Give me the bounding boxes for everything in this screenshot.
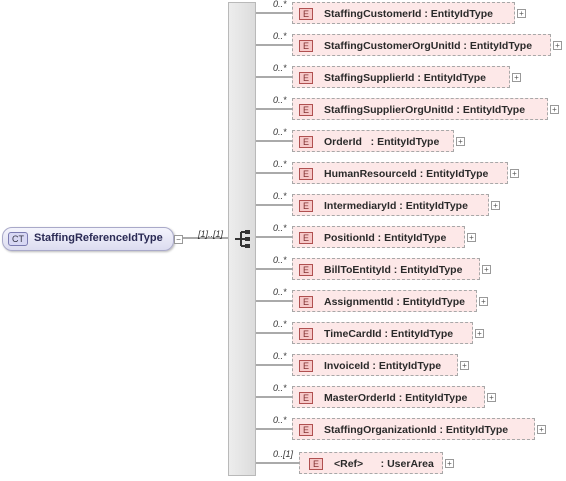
element-badge: E bbox=[299, 392, 313, 404]
element-label: PositionId : EntityIdType bbox=[324, 232, 447, 244]
sequence-multiplicity: [1]..[1] bbox=[198, 229, 224, 239]
element-label: StaffingSupplierOrgUnitId : EntityIdType bbox=[324, 104, 526, 116]
element-badge: E bbox=[299, 360, 313, 372]
ref-element-expand-icon[interactable]: + bbox=[445, 459, 454, 468]
element-badge: E bbox=[299, 264, 313, 276]
element-multiplicity: 0..* bbox=[273, 127, 287, 137]
ref-multiplicity: 0..[1] bbox=[273, 449, 294, 459]
element-node[interactable]: E StaffingSupplierOrgUnitId : EntityIdTyp… bbox=[292, 98, 548, 120]
element-expand-icon[interactable]: + bbox=[537, 425, 546, 434]
element-label: HumanResourceId : EntityIdType bbox=[324, 168, 489, 180]
element-label: StaffingCustomerOrgUnitId : EntityIdType bbox=[324, 40, 533, 52]
element-multiplicity: 0..* bbox=[273, 287, 287, 297]
element-multiplicity: 0..* bbox=[273, 415, 287, 425]
element-node[interactable]: E AssignmentId : EntityIdType bbox=[292, 290, 477, 312]
element-node[interactable]: E IntermediaryId : EntityIdType bbox=[292, 194, 489, 216]
element-expand-icon[interactable]: + bbox=[487, 393, 496, 402]
element-badge: E bbox=[299, 136, 313, 148]
element-badge: E bbox=[299, 424, 313, 436]
element-expand-icon[interactable]: + bbox=[479, 297, 488, 306]
element-badge: E bbox=[299, 104, 313, 116]
element-multiplicity: 0..* bbox=[273, 0, 287, 9]
element-label: StaffingOrganizationId : EntityIdType bbox=[324, 424, 509, 436]
element-badge: E bbox=[299, 328, 313, 340]
element-expand-icon[interactable]: + bbox=[467, 233, 476, 242]
element-node[interactable]: E BillToEntityId : EntityIdType bbox=[292, 258, 480, 280]
element-multiplicity: 0..* bbox=[273, 319, 287, 329]
element-label: StaffingSupplierId : EntityIdType bbox=[324, 72, 486, 84]
element-badge: E bbox=[299, 232, 313, 244]
element-multiplicity: 0..* bbox=[273, 383, 287, 393]
element-expand-icon[interactable]: + bbox=[475, 329, 484, 338]
element-label: TimeCardId : EntityIdType bbox=[324, 328, 454, 340]
element-label: AssignmentId : EntityIdType bbox=[324, 296, 465, 308]
element-node[interactable]: E StaffingOrganizationId : EntityIdType bbox=[292, 418, 535, 440]
ref-element-label: <Ref> : UserArea bbox=[334, 458, 434, 470]
element-expand-icon[interactable]: + bbox=[460, 361, 469, 370]
ref-element-badge: E bbox=[309, 458, 323, 470]
element-badge: E bbox=[299, 8, 313, 20]
element-node[interactable]: E PositionId : EntityIdType bbox=[292, 226, 465, 248]
ref-element-node[interactable]: E <Ref> : UserArea bbox=[299, 452, 443, 474]
element-multiplicity: 0..* bbox=[273, 191, 287, 201]
element-expand-icon[interactable]: + bbox=[553, 41, 562, 50]
element-label: MasterOrderId : EntityIdType bbox=[324, 392, 468, 404]
ref-element-inner: E <Ref> : UserArea bbox=[303, 455, 439, 473]
element-expand-icon[interactable]: + bbox=[517, 9, 526, 18]
element-multiplicity: 0..* bbox=[273, 255, 287, 265]
element-multiplicity: 0..* bbox=[273, 95, 287, 105]
element-expand-icon[interactable]: + bbox=[510, 169, 519, 178]
element-expand-icon[interactable]: + bbox=[456, 137, 465, 146]
element-node[interactable]: E HumanResourceId : EntityIdType bbox=[292, 162, 508, 184]
element-node[interactable]: E OrderId : EntityIdType bbox=[292, 130, 454, 152]
element-multiplicity: 0..* bbox=[273, 63, 287, 73]
element-label: InvoiceId : EntityIdType bbox=[324, 360, 442, 372]
element-node[interactable]: E StaffingCustomerOrgUnitId : EntityIdTyp… bbox=[292, 34, 551, 56]
element-label: OrderId : EntityIdType bbox=[324, 136, 440, 148]
element-node[interactable]: E TimeCardId : EntityIdType bbox=[292, 322, 473, 344]
element-expand-icon[interactable]: + bbox=[482, 265, 491, 274]
element-node[interactable]: E InvoiceId : EntityIdType bbox=[292, 354, 458, 376]
element-badge: E bbox=[299, 200, 313, 212]
element-expand-icon[interactable]: + bbox=[512, 73, 521, 82]
element-label: StaffingCustomerId : EntityIdType bbox=[324, 8, 493, 20]
element-multiplicity: 0..* bbox=[273, 351, 287, 361]
complex-type-badge: CT bbox=[8, 232, 28, 246]
element-badge: E bbox=[299, 296, 313, 308]
element-expand-icon[interactable]: + bbox=[550, 105, 559, 114]
element-label: IntermediaryId : EntityIdType bbox=[324, 200, 468, 212]
element-badge: E bbox=[299, 40, 313, 52]
element-multiplicity: 0..* bbox=[273, 159, 287, 169]
complex-type-collapse-icon[interactable]: − bbox=[174, 235, 183, 244]
element-multiplicity: 0..* bbox=[273, 223, 287, 233]
element-expand-icon[interactable]: + bbox=[491, 201, 500, 210]
element-node[interactable]: E StaffingSupplierId : EntityIdType bbox=[292, 66, 510, 88]
element-label: BillToEntityId : EntityIdType bbox=[324, 264, 463, 276]
sequence-compositor-icon[interactable] bbox=[233, 229, 253, 249]
element-badge: E bbox=[299, 168, 313, 180]
element-node[interactable]: E MasterOrderId : EntityIdType bbox=[292, 386, 485, 408]
element-node[interactable]: E StaffingCustomerId : EntityIdType bbox=[292, 2, 515, 24]
complex-type-name: StaffingReferenceIdType bbox=[34, 232, 163, 244]
complex-type-node[interactable]: CT StaffingReferenceIdType bbox=[2, 227, 174, 251]
element-badge: E bbox=[299, 72, 313, 84]
element-multiplicity: 0..* bbox=[273, 31, 287, 41]
